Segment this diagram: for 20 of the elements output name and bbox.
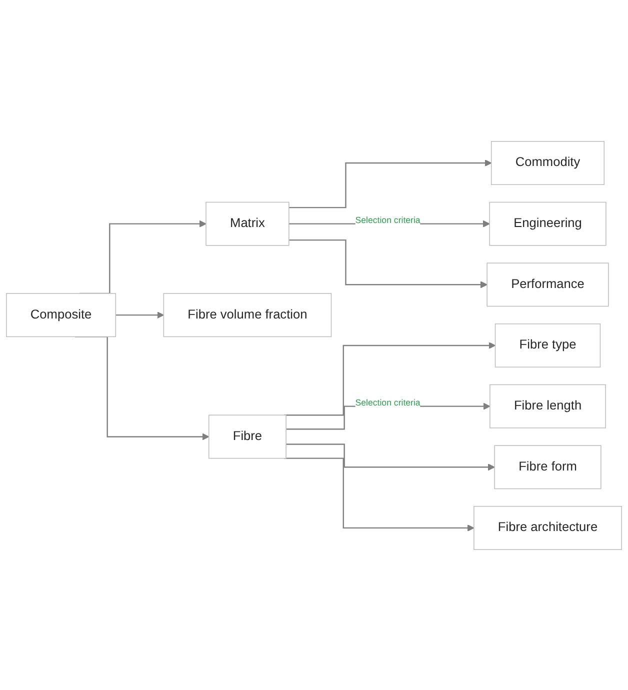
node-box: Fibre form [494,444,602,489]
edge-label: Selection criteria [355,215,420,225]
arrow [286,443,495,470]
edge-label: Selection criteria [355,398,420,408]
arrow [288,159,492,208]
arrow [116,311,164,318]
node-box: Performance [486,262,609,306]
arrow [284,457,474,531]
node-box: Composite [6,292,116,337]
node-box: Matrix [206,201,290,246]
arrow [284,341,496,416]
node-box: Fibre volume fraction [163,292,332,337]
node-box: Fibre architecture [474,505,622,550]
node-box: Engineering [489,201,606,246]
node-box: Fibre [208,414,286,458]
node-box: Fibre length [490,384,606,428]
arrow [75,336,210,440]
node-box: Fibre type [494,323,601,367]
arrow [288,239,488,288]
node-box: Commodity [490,140,605,185]
